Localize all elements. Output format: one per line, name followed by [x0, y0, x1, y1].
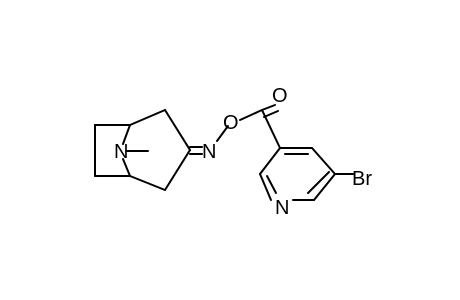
oxime-ester-chain	[189, 104, 281, 155]
amine-nitrogen-label: N	[114, 141, 128, 163]
pyridine-ring	[259, 147, 354, 201]
bond	[261, 104, 276, 111]
bond	[164, 109, 191, 151]
bond	[122, 158, 131, 177]
bromine-label: Br	[352, 168, 372, 190]
carbonyl-oxygen-label: O	[272, 85, 288, 107]
bond	[313, 173, 336, 201]
bond	[266, 175, 277, 194]
bond	[311, 147, 336, 175]
bond	[129, 109, 166, 126]
bond	[259, 147, 281, 175]
pyridine-nitrogen-label: N	[275, 197, 289, 219]
bond	[129, 175, 166, 191]
bond	[216, 125, 229, 142]
bond	[259, 173, 272, 201]
oxime-nitrogen-label: N	[202, 141, 216, 163]
bond	[261, 109, 281, 149]
bond	[239, 109, 263, 121]
bond	[307, 171, 330, 194]
tropane-cage	[94, 109, 191, 191]
bond	[122, 124, 131, 145]
bond	[263, 110, 279, 118]
oxime-oxygen-label: O	[223, 112, 239, 134]
bond	[164, 149, 191, 191]
